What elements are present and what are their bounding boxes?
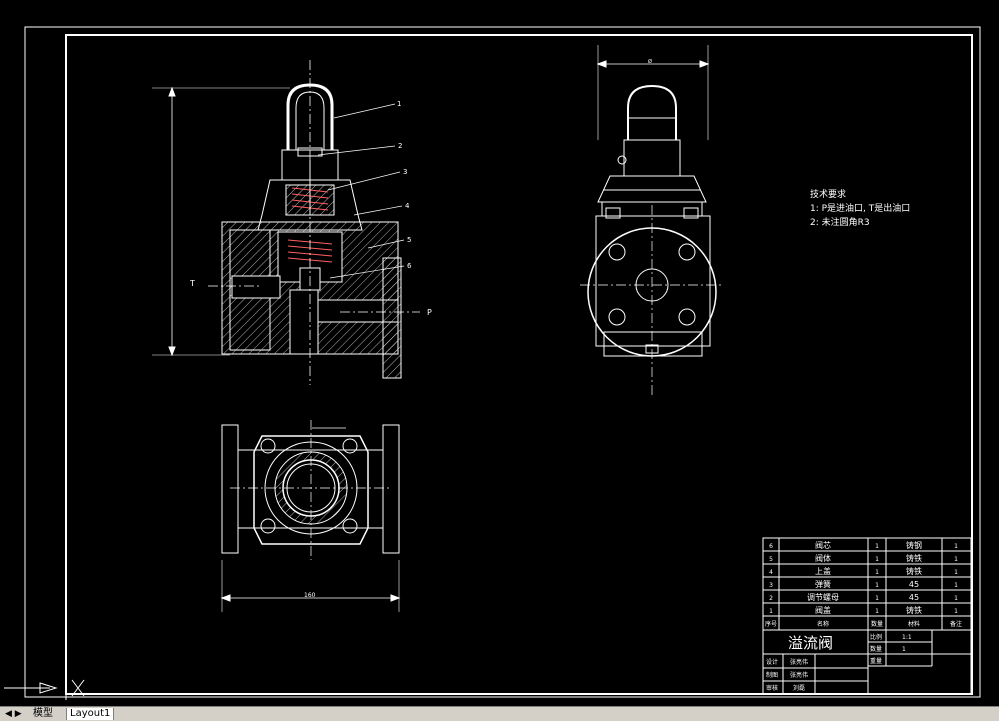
bom-header: 序号 名称 数量 材料 备注 xyxy=(765,620,962,628)
svg-text:1: 1 xyxy=(875,543,879,550)
svg-text:1: 1 xyxy=(954,543,958,550)
svg-text:1: 1 xyxy=(875,595,879,602)
svg-text:1: 1 xyxy=(875,608,879,615)
tech-req-line-2: 2: 未注圆角R3 xyxy=(810,216,870,228)
svg-text:数量: 数量 xyxy=(871,620,883,628)
svg-text:1: 1 xyxy=(875,582,879,589)
bom-row: 5 阀体 1 铸铁 1 xyxy=(769,553,958,563)
drawing-canvas[interactable]: 1 2 3 4 5 6 T P Ø xyxy=(0,0,999,706)
svg-text:上盖: 上盖 xyxy=(815,566,831,576)
svg-text:铸铁: 铸铁 xyxy=(906,553,922,563)
top-view xyxy=(220,420,401,612)
drawing-title: 溢流阀 xyxy=(788,634,833,652)
svg-text:1: 1 xyxy=(954,556,958,563)
title-block-fields: 比例 1:1 数量 1 重量 设计 张亮伟 制图 张亮伟 审核 刘磊 xyxy=(766,633,912,692)
layout-tab-bar: ◀ ▶ 模型 Layout1 xyxy=(0,706,999,721)
svg-text:6: 6 xyxy=(769,543,773,550)
svg-text:序号: 序号 xyxy=(765,620,777,628)
svg-text:45: 45 xyxy=(909,580,919,589)
balloon-5: 5 xyxy=(407,236,411,244)
svg-text:1: 1 xyxy=(954,595,958,602)
qty-value: 1 xyxy=(902,646,906,653)
tech-req-line-1: 1: P是进油口, T是出油口 xyxy=(810,202,910,214)
svg-text:4: 4 xyxy=(769,569,773,576)
balloon-1: 1 xyxy=(397,100,401,108)
bom-row: 6 阀芯 1 铸钢 1 xyxy=(769,540,958,550)
inner-border xyxy=(65,34,973,695)
reviewer-label: 审核 xyxy=(766,684,778,692)
svg-text:调节螺母: 调节螺母 xyxy=(807,592,839,602)
tab-layout1[interactable]: Layout1 xyxy=(66,708,115,720)
svg-text:1: 1 xyxy=(875,556,879,563)
balloon-4: 4 xyxy=(405,202,410,210)
port-T-label: T xyxy=(189,279,195,288)
tab-nav-arrows-icon[interactable]: ◀ ▶ xyxy=(5,709,22,719)
side-view xyxy=(580,45,724,395)
bom-row: 1 阀盖 1 铸铁 1 xyxy=(769,605,958,615)
tech-requirements: 技术要求 1: P是进油口, T是出油口 2: 未注圆角R3 xyxy=(810,188,910,228)
svg-text:阀盖: 阀盖 xyxy=(815,605,831,615)
balloon-3: 3 xyxy=(403,168,407,176)
svg-text:1: 1 xyxy=(875,569,879,576)
top-view-dim: 160 xyxy=(304,592,316,599)
svg-text:1: 1 xyxy=(954,582,958,589)
scale-value: 1:1 xyxy=(902,634,912,641)
svg-text:1: 1 xyxy=(769,608,773,615)
svg-text:45: 45 xyxy=(909,593,919,602)
svg-text:1: 1 xyxy=(954,569,958,576)
outer-border xyxy=(24,26,981,698)
bom-rows: 6 阀芯 1 铸钢 1 5 阀体 1 铸铁 1 4 上盖 1 铸铁 1 3 弹簧… xyxy=(765,540,962,628)
qty-label: 数量 xyxy=(870,645,882,653)
tab-model[interactable]: 模型 xyxy=(33,708,53,719)
weight-label: 重量 xyxy=(870,657,882,665)
svg-text:5: 5 xyxy=(769,556,773,563)
svg-text:材料: 材料 xyxy=(908,620,920,628)
ucs-icon xyxy=(4,679,85,700)
tech-req-heading: 技术要求 xyxy=(810,188,846,200)
svg-text:弹簧: 弹簧 xyxy=(815,579,831,589)
svg-text:名称: 名称 xyxy=(817,620,829,628)
drawer-label: 制图 xyxy=(766,671,778,679)
svg-text:1: 1 xyxy=(954,608,958,615)
svg-text:阀体: 阀体 xyxy=(815,553,831,563)
balloon-labels: 1 2 3 4 5 6 xyxy=(397,100,412,270)
side-dim-label: Ø xyxy=(648,58,652,65)
bom-table xyxy=(762,537,972,631)
scale-label: 比例 xyxy=(870,633,882,641)
bom-row: 3 弹簧 1 45 1 xyxy=(769,579,958,589)
reviewer-name: 刘磊 xyxy=(793,684,805,692)
svg-text:备注: 备注 xyxy=(950,620,962,628)
designer-label: 设计 xyxy=(766,658,778,666)
svg-text:铸铁: 铸铁 xyxy=(906,605,922,615)
balloon-6: 6 xyxy=(407,262,412,270)
svg-text:阀芯: 阀芯 xyxy=(815,540,831,550)
bom-row: 4 上盖 1 铸铁 1 xyxy=(769,566,958,576)
svg-text:3: 3 xyxy=(769,582,773,589)
drawer-name: 张亮伟 xyxy=(790,671,808,679)
bom-row: 2 调节螺母 1 45 1 xyxy=(769,592,958,602)
designer-name: 张亮伟 xyxy=(790,658,808,666)
svg-text:铸铁: 铸铁 xyxy=(906,566,922,576)
balloon-2: 2 xyxy=(398,142,402,150)
svg-text:铸钢: 铸钢 xyxy=(906,540,922,550)
port-P-label: P xyxy=(427,308,432,317)
title-block xyxy=(762,629,972,695)
svg-text:2: 2 xyxy=(769,595,773,602)
front-section-view xyxy=(152,60,420,385)
